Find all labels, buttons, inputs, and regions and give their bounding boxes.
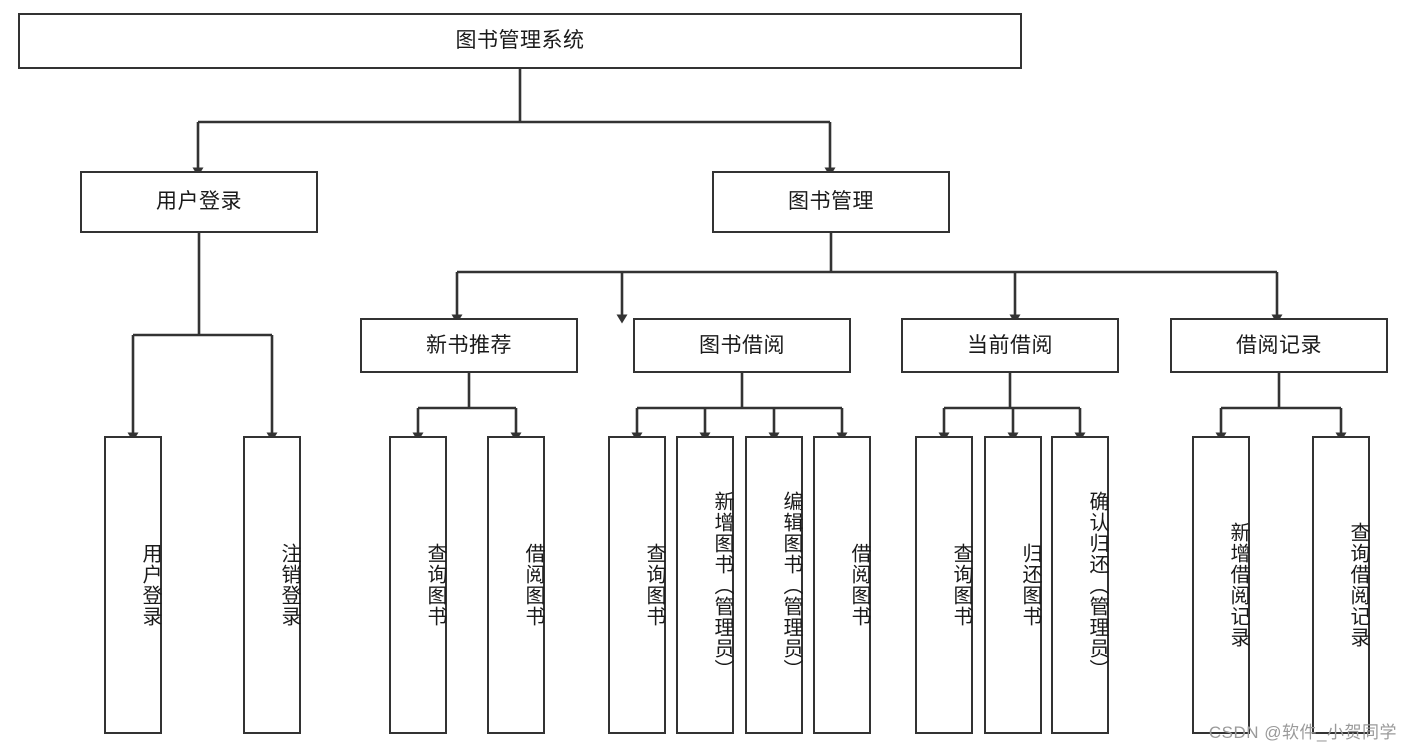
node-leaf-borrow-add-book-label: 新增图书（管理员）	[711, 490, 733, 680]
node-book-manage[interactable]: 图书管理	[712, 171, 950, 233]
node-leaf-borrow-edit-book[interactable]: 编辑图书（管理员）	[745, 436, 803, 734]
edges-group	[127, 69, 1347, 442]
node-leaf-logout[interactable]: 注销登录	[243, 436, 301, 734]
node-borrow-record[interactable]: 借阅记录	[1170, 318, 1388, 373]
node-leaf-borrow-query-book-label: 查询图书	[643, 543, 665, 627]
node-leaf-current-return-book[interactable]: 归还图书	[984, 436, 1042, 734]
node-current-borrow[interactable]: 当前借阅	[901, 318, 1119, 373]
node-book-borrow[interactable]: 图书借阅	[633, 318, 851, 373]
node-leaf-record-add[interactable]: 新增借阅记录	[1192, 436, 1250, 734]
node-user-login[interactable]: 用户登录	[80, 171, 318, 233]
node-leaf-record-query[interactable]: 查询借阅记录	[1312, 436, 1370, 734]
node-leaf-current-confirm-return-label: 确认归还（管理员）	[1086, 490, 1108, 680]
node-borrow-record-label: 借阅记录	[1236, 333, 1322, 357]
watermark: CSDN @软件_小贺同学	[1208, 723, 1397, 742]
node-leaf-recommend-borrow-book-label: 借阅图书	[522, 543, 544, 627]
node-leaf-borrow-add-book[interactable]: 新增图书（管理员）	[676, 436, 734, 734]
node-leaf-logout-label: 注销登录	[278, 543, 300, 627]
node-leaf-borrow-edit-book-label: 编辑图书（管理员）	[780, 490, 802, 680]
node-leaf-recommend-query-book[interactable]: 查询图书	[389, 436, 447, 734]
node-leaf-record-query-label: 查询借阅记录	[1347, 522, 1369, 648]
node-book-borrow-label: 图书借阅	[699, 333, 785, 357]
node-leaf-borrow-query-book[interactable]: 查询图书	[608, 436, 666, 734]
node-book-manage-label: 图书管理	[788, 190, 874, 214]
node-new-book-recommend-label: 新书推荐	[426, 333, 512, 357]
node-leaf-borrow-borrow-book-label: 借阅图书	[848, 543, 870, 627]
node-leaf-current-return-book-label: 归还图书	[1019, 543, 1041, 627]
node-leaf-current-confirm-return[interactable]: 确认归还（管理员）	[1051, 436, 1109, 734]
node-user-login-label: 用户登录	[156, 190, 242, 214]
node-leaf-record-add-label: 新增借阅记录	[1227, 522, 1249, 648]
node-leaf-user-login-label: 用户登录	[139, 543, 161, 627]
node-current-borrow-label: 当前借阅	[967, 333, 1053, 357]
node-new-book-recommend[interactable]: 新书推荐	[360, 318, 578, 373]
node-leaf-recommend-borrow-book[interactable]: 借阅图书	[487, 436, 545, 734]
node-leaf-current-query-book-label: 查询图书	[950, 543, 972, 627]
node-root-label: 图书管理系统	[455, 29, 585, 53]
node-leaf-user-login[interactable]: 用户登录	[104, 436, 162, 734]
node-leaf-recommend-query-book-label: 查询图书	[424, 543, 446, 627]
node-leaf-borrow-borrow-book[interactable]: 借阅图书	[813, 436, 871, 734]
node-leaf-current-query-book[interactable]: 查询图书	[915, 436, 973, 734]
node-root[interactable]: 图书管理系统	[18, 13, 1022, 69]
